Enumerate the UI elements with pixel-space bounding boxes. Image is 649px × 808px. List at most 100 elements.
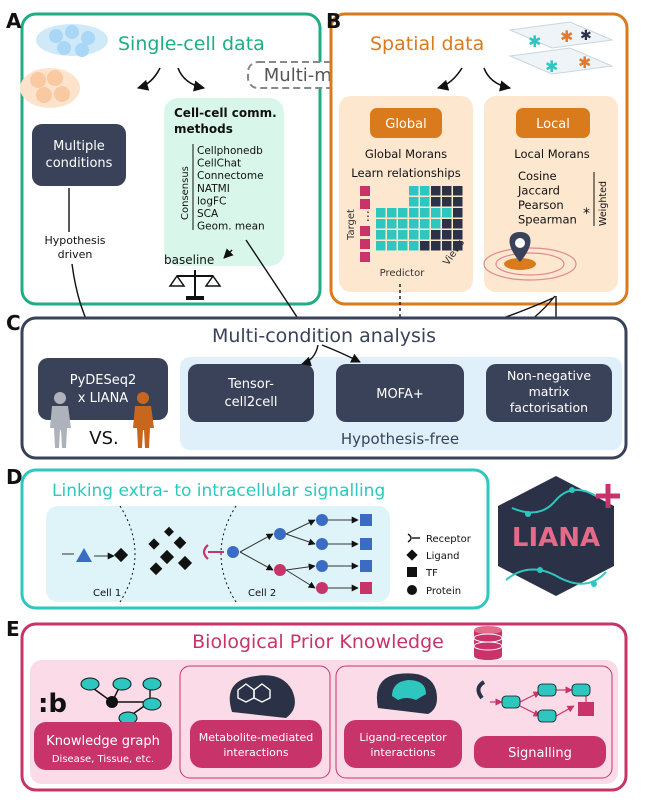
metabolite-molecule-icon [229,675,295,718]
pydeseq-box [38,358,168,420]
ligand-diamonds [148,526,193,576]
method-item: Geom. mean [197,221,265,233]
predictor-square [420,197,430,207]
predictor-square [387,230,397,240]
predictor-square [398,219,408,229]
lr-line1: Ligand-receptor [359,731,447,744]
legend-d: Receptor Ligand TF Protein [406,533,472,597]
local-metric-item: Pearson [518,198,564,212]
tf-node [360,560,372,572]
person-icon-orange [133,392,154,448]
predictor-square [387,219,397,229]
target-ellipsis: ⋮ [362,209,374,223]
hypothesis-line1: Hypothesis [44,234,105,247]
panel-b-letter: B [326,9,341,33]
legend-protein: Protein [426,586,461,597]
ligand-legend-icon [406,549,418,561]
mofa-label: MOFA+ [376,387,424,402]
panel-c: C Multi-condition analysis PyDESeq2 x LI… [6,311,628,460]
predictor-square [431,208,441,218]
predictor-square [387,241,397,251]
tf-legend-icon [407,567,417,577]
predictor-square [398,208,408,218]
liana-logo-text: LIANA [512,523,600,553]
knowledge-graph-box [34,722,172,770]
cell1-label: Cell 1 [93,588,121,599]
target-square [360,239,370,249]
predictor-square [420,241,430,251]
knowledge-graph-sub: Disease, Tissue, etc. [52,754,154,765]
svg-text:✱: ✱ [578,53,591,72]
panel-e: E Biological Prior Knowledge :b K [6,617,628,792]
panel-b-title: Spatial data [370,33,484,55]
protein-node [316,538,328,550]
target-column: ⋮ [360,186,374,262]
legend-receptor: Receptor [426,534,472,545]
predictor-square [409,230,419,240]
local-button-label: Local [536,117,570,132]
predictor-square [398,241,408,251]
lr-box [344,720,462,768]
predictor-square [453,219,463,229]
predictor-square [398,230,408,240]
person-icon-grey [50,392,71,448]
signalling-network-icon [476,680,594,723]
learn-relationships: Learn relationships [351,166,460,180]
liana-hexagon-logo: LIANA [498,476,620,596]
tf-node [360,514,372,526]
predictor-square [442,208,452,218]
signalling-area [46,506,390,602]
predictor-square [420,219,430,229]
predictor-square [409,197,419,207]
predictor-square [442,197,452,207]
svg-text::b: :b [38,689,67,719]
signalling-label: Signalling [508,746,572,761]
multiple-conditions-line1: Multiple [53,139,105,154]
tf-node [360,538,372,550]
prior-knowledge-area [30,660,618,784]
panel-a-title: Single-cell data [118,33,265,55]
target-square [360,252,370,262]
target-square [360,199,370,209]
triangle-node [76,548,92,562]
methods-list: CellphonedbCellChatConnectomeNATMIlogFCS… [197,145,265,233]
protein-node [316,582,328,594]
hypothesis-line2: driven [58,248,93,261]
method-item: Connectome [197,170,264,182]
method-item: NATMI [197,183,230,195]
local-metric-item: Cosine [518,169,557,183]
panel-d-title: Linking extra- to intracellular signalli… [52,481,385,501]
database-stack-icon [473,626,503,660]
predictor-square [409,208,419,218]
svg-text:✱: ✱ [528,32,541,51]
panel-e-letter: E [6,617,20,641]
baseline-label: baseline [164,253,214,267]
mofa-box [336,364,464,422]
predictor-square [453,230,463,240]
protein-node [274,528,286,540]
hypothesis-free-label: Hypothesis-free [341,430,459,448]
local-metric-item: Jaccard [517,184,560,198]
predictor-square [431,230,441,240]
vs-label: VS. [89,428,118,449]
signalling-box [474,736,606,768]
panel-d-letter: D [6,465,23,489]
pydeseq-line1: PyDESeq2 [70,373,137,388]
predictor-square [453,241,463,251]
global-button-label: Global [385,117,426,132]
legend-ligand: Ligand [426,551,460,562]
panel-c-title: Multi-condition analysis [212,325,436,347]
cell2-label: Cell 2 [248,588,276,599]
predictor-square [376,241,386,251]
predictor-square [431,219,441,229]
method-item: CellChat [197,158,241,170]
predictor-square [431,241,441,251]
metabolite-line1: Metabolite-mediated [199,731,314,744]
predictor-square [409,186,419,196]
lr-signalling-frame [335,665,613,779]
svg-text:✱: ✱ [545,57,558,76]
tf-node [360,582,372,594]
ligand-receptor-icon [376,673,437,714]
predictor-square [431,186,441,196]
